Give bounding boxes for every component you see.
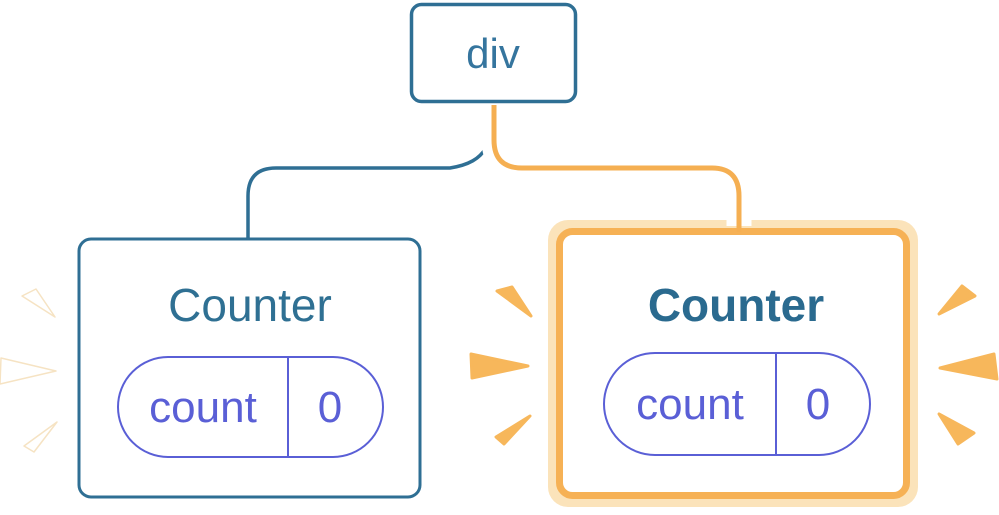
state-pill-right (603, 352, 871, 456)
tree-edge-right (491, 105, 742, 232)
state-key-right: count (636, 380, 744, 429)
root-node-box (409, 2, 578, 104)
state-key-left: count (149, 383, 257, 432)
state-pill-left (117, 356, 384, 458)
burst-group-middle (469, 285, 533, 446)
state-value-left: 0 (318, 383, 342, 432)
burst-ray-icon (937, 284, 977, 316)
tree-edge-left (246, 104, 495, 240)
burst-ray-icon (0, 357, 57, 385)
burst-ray-icon (495, 285, 533, 318)
burst-group-right (937, 284, 999, 446)
root-node-label: div (466, 30, 520, 77)
counter-left-title: Counter (168, 279, 332, 331)
burst-ray-icon (23, 421, 58, 453)
burst-ray-icon (938, 352, 999, 381)
burst-ray-icon (494, 414, 532, 446)
burst-ray-icon (469, 352, 530, 380)
counter-right-title: Counter (648, 279, 824, 331)
state-value-right: 0 (806, 380, 830, 429)
burst-ray-icon (937, 412, 976, 446)
burst-group-left (0, 288, 58, 453)
burst-ray-icon (21, 288, 56, 318)
